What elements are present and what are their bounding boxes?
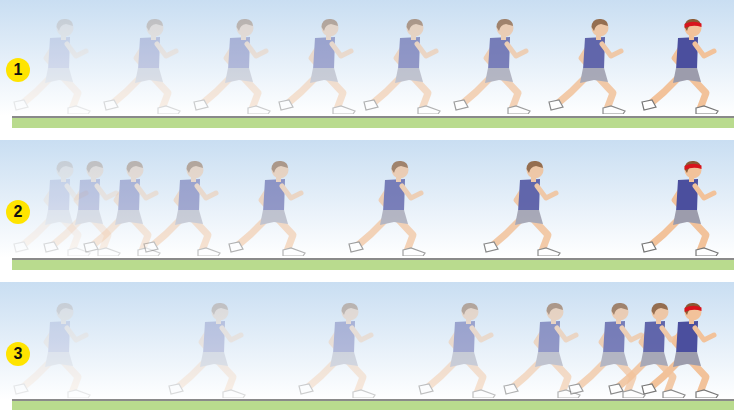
callout-number: 1: [14, 62, 23, 78]
track-row-1: [0, 0, 734, 128]
step-number: 3: [6, 342, 30, 366]
step-number: 2: [6, 200, 30, 224]
track-row-3: [0, 282, 734, 410]
callout-number: 2: [14, 204, 23, 220]
callout-number: 3: [14, 346, 23, 362]
step-number: 1: [6, 58, 30, 82]
track-row-2: [0, 140, 734, 270]
